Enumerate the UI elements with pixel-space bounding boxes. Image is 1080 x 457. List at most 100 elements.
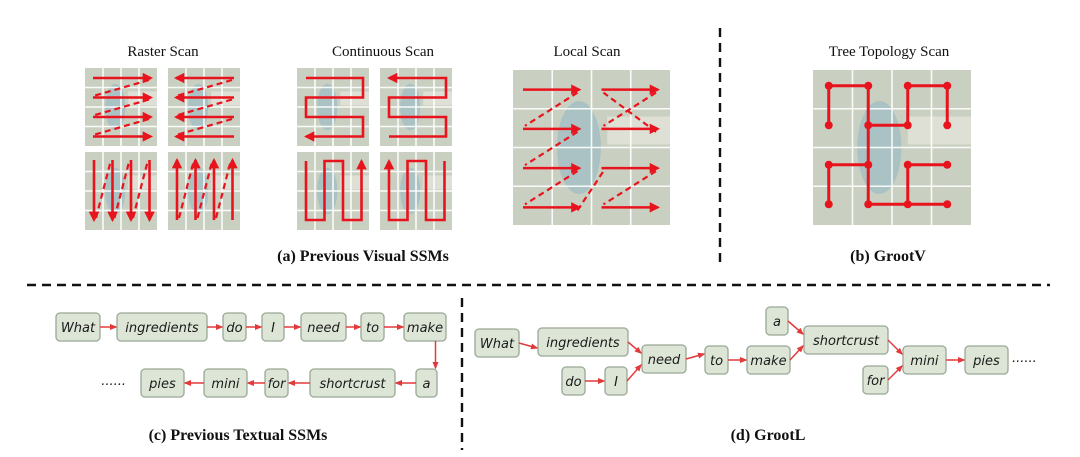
- tree-node: [824, 200, 833, 209]
- word-node: for: [862, 365, 889, 395]
- word-node-label: ingredients: [546, 336, 620, 351]
- sequence-edge: [518, 342, 539, 350]
- word-node-label: pies: [972, 354, 1000, 369]
- sequence-edge: [789, 344, 805, 361]
- image-highlight: [907, 116, 971, 145]
- word-node-label: pies: [148, 377, 176, 392]
- word-node-label: need: [648, 353, 681, 368]
- tree-node: [864, 81, 873, 90]
- tree-node: [943, 160, 952, 169]
- tree-node: [943, 200, 952, 209]
- scan-arrow: [524, 170, 579, 206]
- word-node: do: [561, 366, 586, 396]
- word-node-label: I: [614, 375, 618, 390]
- scan-paths: [88, 72, 952, 223]
- scan-arrow: [524, 91, 579, 127]
- word-node-label: shortcrust: [813, 334, 880, 349]
- scan-arrow: [602, 170, 657, 206]
- word-node: a: [415, 368, 438, 398]
- word-node: mini: [203, 368, 248, 398]
- image-grid: [513, 70, 670, 225]
- word-node: shortcrust: [803, 325, 889, 355]
- word-node-label: What: [61, 321, 96, 336]
- sequence-edge: [887, 364, 904, 381]
- sequence-edge: [787, 320, 805, 335]
- tree-node: [903, 81, 912, 90]
- word-node: for: [264, 368, 289, 398]
- scan-arrow: [576, 170, 605, 211]
- image-grid: [380, 68, 452, 146]
- image-highlight: [423, 175, 452, 190]
- scan-arrow: [524, 130, 579, 167]
- local-scan-title: Local Scan: [553, 44, 621, 60]
- caption-d: (d) GrootL: [731, 427, 806, 444]
- word-node: need: [641, 344, 687, 374]
- word-node: to: [360, 312, 385, 342]
- word-node: need: [300, 312, 347, 342]
- caption-c: (c) Previous Textual SSMs: [149, 427, 328, 444]
- word-node: a: [765, 306, 789, 336]
- word-node-label: to: [710, 354, 723, 369]
- word-node-label: mini: [211, 377, 240, 392]
- sequence-edge: [887, 339, 904, 356]
- sequence-edge: [626, 363, 642, 382]
- word-node-label: need: [307, 321, 340, 336]
- tree-node: [903, 160, 912, 169]
- word-node-label: I: [271, 321, 275, 336]
- continuous-scan-title: Continuous Scan: [332, 44, 435, 60]
- word-node: What: [55, 312, 101, 342]
- word-node: do: [222, 312, 247, 342]
- tree-node: [824, 160, 833, 169]
- word-node-label: a: [423, 377, 431, 392]
- word-node-label: ingredients: [125, 321, 199, 336]
- sequence-edge: [685, 352, 706, 360]
- word-node-label: What: [480, 337, 515, 352]
- image-highlight: [340, 175, 369, 190]
- image-grid: [297, 68, 369, 146]
- tree-node: [864, 121, 873, 130]
- word-node: mini: [902, 345, 947, 375]
- word-node: make: [403, 312, 447, 342]
- word-node: shortcrust: [309, 368, 396, 398]
- word-node: to: [704, 345, 729, 375]
- raster-scan-title: Raster Scan: [127, 44, 199, 60]
- tree-node: [824, 121, 833, 130]
- caption-a: (a) Previous Visual SSMs: [277, 248, 449, 265]
- image-grid: [380, 152, 452, 230]
- image-highlight: [607, 116, 670, 145]
- tree-node: [903, 121, 912, 130]
- word-node: make: [746, 345, 791, 375]
- tree-node: [864, 200, 873, 209]
- tree-node: [903, 200, 912, 209]
- ellipsis: ......: [1012, 351, 1037, 366]
- scan-path: [386, 72, 448, 138]
- word-node-label: a: [773, 315, 781, 330]
- tree-node: [824, 81, 833, 90]
- tree-node: [943, 81, 952, 90]
- word-node-label: make: [407, 321, 443, 336]
- tree-node: [943, 121, 952, 130]
- word-node: I: [604, 366, 628, 396]
- word-node-label: to: [366, 321, 379, 336]
- word-node-label: shortcrust: [319, 377, 386, 392]
- word-node: ingredients: [537, 327, 629, 357]
- word-node: I: [261, 312, 285, 342]
- word-node: ingredients: [116, 312, 208, 342]
- caption-b: (b) GrootV: [850, 248, 926, 265]
- word-node-label: for: [268, 377, 288, 392]
- tree-node: [864, 160, 873, 169]
- word-node-label: do: [226, 321, 242, 336]
- word-node: pies: [964, 345, 1009, 375]
- scan-path: [303, 76, 365, 142]
- ellipsis: ......: [101, 374, 126, 389]
- scan-path: [304, 158, 367, 222]
- sequence-edge: [627, 341, 643, 354]
- word-node: pies: [140, 368, 185, 398]
- image-grid: [297, 152, 369, 230]
- scan-path: [383, 158, 446, 222]
- word-node-label: do: [565, 375, 581, 390]
- word-node: What: [474, 328, 520, 358]
